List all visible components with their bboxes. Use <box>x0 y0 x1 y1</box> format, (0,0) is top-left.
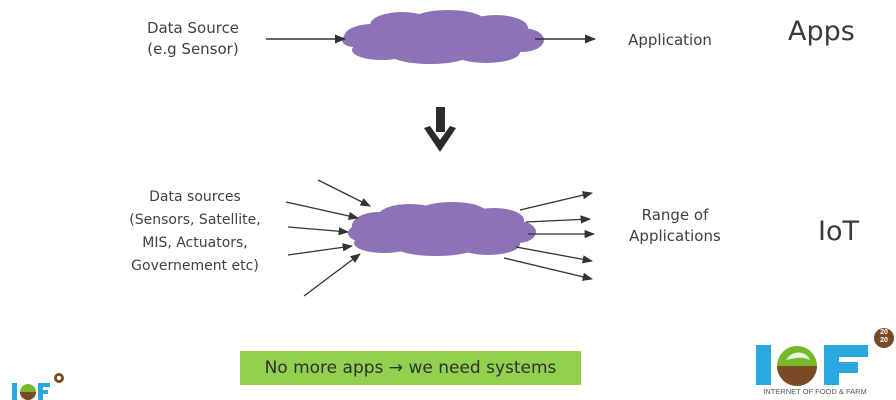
apps-label: Apps <box>788 16 855 47</box>
logo-year: 20 20 <box>876 329 892 345</box>
logo-tagline: INTERNET OF FOOD & FARM <box>763 387 867 396</box>
small-logo <box>12 373 64 400</box>
iot-label: IoT <box>818 216 859 247</box>
transition-arrow <box>424 107 456 152</box>
data-source-line2: (e.g Sensor) <box>147 40 239 58</box>
iof-logo <box>756 328 894 386</box>
range-line1: Range of <box>641 206 709 224</box>
data-sources-line: Governement etc) <box>131 258 259 274</box>
banner-text: No more apps → we need systems <box>264 358 557 378</box>
data-sources-line: Data sources <box>149 189 241 205</box>
data-source-line1: Data Source <box>146 19 240 37</box>
logo-year-top: 20 <box>880 329 888 336</box>
top-cloud <box>342 10 544 64</box>
data-sources-line: (Sensors, Satellite, <box>129 212 261 228</box>
range-line2: Applications <box>629 227 721 245</box>
range-of-applications-label: Range of Applications <box>610 205 740 247</box>
logo-year-bottom: 20 <box>880 337 888 344</box>
bottom-out-arrows <box>503 191 596 281</box>
bottom-in-arrows <box>285 179 371 297</box>
systems-banner: No more apps → we need systems <box>240 351 581 385</box>
data-source-label: Data Source (e.g Sensor) <box>118 18 268 60</box>
application-label: Application <box>628 31 712 49</box>
data-sources-line: MIS, Actuators, <box>142 235 248 251</box>
bottom-cloud <box>348 202 536 256</box>
data-sources-label: Data sources (Sensors, Satellite, MIS, A… <box>100 186 290 278</box>
